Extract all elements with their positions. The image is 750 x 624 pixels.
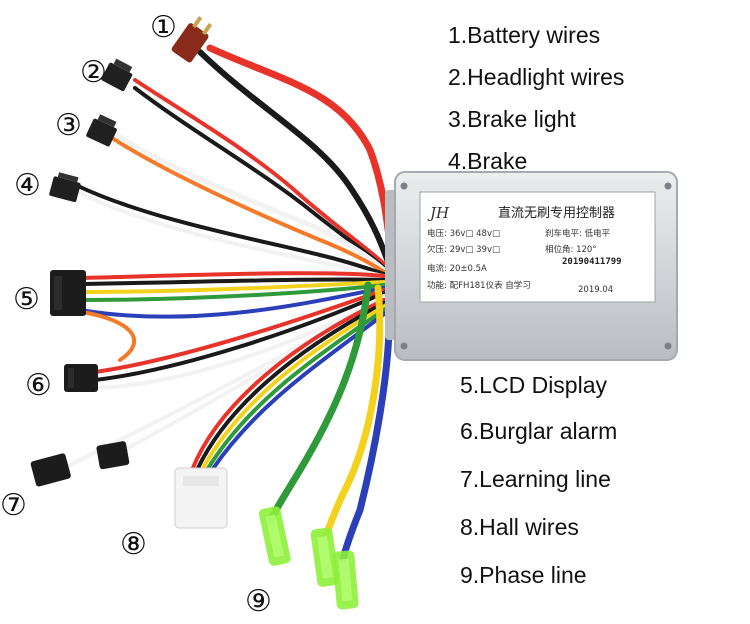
phase-connector-1 bbox=[258, 506, 291, 566]
label-burglar-alarm: 6.Burglar alarm bbox=[460, 418, 618, 444]
spec-voltage: 电压: 36v□ 48v□ bbox=[427, 228, 500, 239]
headlight-wire-red bbox=[133, 78, 386, 266]
phase-connector-2 bbox=[310, 527, 340, 587]
spec-serial: 20190411799 bbox=[562, 257, 622, 267]
marker-8: ⑧ bbox=[120, 527, 147, 562]
alarm-connector bbox=[64, 364, 98, 392]
brake-connector bbox=[49, 172, 81, 203]
spec-date: 2019.04 bbox=[578, 285, 613, 295]
marker-3: ③ bbox=[55, 108, 82, 143]
controller-title: 直流无刷专用控制器 bbox=[498, 206, 615, 221]
learning-connector-b bbox=[96, 441, 130, 470]
lcd-wire-green bbox=[78, 283, 386, 302]
lcd-wire-black bbox=[78, 277, 386, 286]
headlight-connector bbox=[101, 58, 133, 92]
brake-light-wire-white bbox=[109, 129, 387, 273]
lcd-wire-yellow bbox=[78, 280, 386, 294]
lcd-wire-blue bbox=[78, 286, 386, 319]
spec-current: 电流: 20±0.5A bbox=[427, 263, 487, 274]
marker-7: ⑦ bbox=[0, 488, 27, 523]
label-brake: 4.Brake bbox=[448, 148, 528, 174]
spec-brake-level: 刹车电平: 低电平 bbox=[545, 228, 611, 239]
headlight-wire-black bbox=[133, 86, 386, 270]
hall-wire-red bbox=[190, 298, 386, 472]
hall-wire-black bbox=[195, 300, 388, 472]
marker-5: ⑤ bbox=[13, 282, 40, 317]
label-learning-line: 7.Learning line bbox=[460, 466, 611, 492]
phase-connector-3 bbox=[332, 550, 359, 610]
hall-connector bbox=[174, 467, 228, 529]
spec-phase-angle: 相位角: 120° bbox=[545, 244, 597, 255]
lcd-wire-orange bbox=[80, 310, 136, 362]
lcd-wire-red bbox=[78, 271, 386, 280]
wire-bundle bbox=[58, 44, 396, 564]
label-hall-wires: 8.Hall wires bbox=[460, 514, 579, 540]
controller-label bbox=[419, 191, 656, 303]
brake-light-connector bbox=[86, 114, 117, 147]
alarm-wire-red bbox=[93, 288, 386, 374]
brake-wire-white bbox=[76, 190, 386, 278]
phase-wire-blue bbox=[339, 286, 393, 564]
marker-6: ⑥ bbox=[25, 368, 52, 403]
hall-wire-blue bbox=[210, 306, 394, 472]
controller-brand: JH bbox=[427, 204, 450, 222]
marker-1: ① bbox=[150, 10, 177, 45]
lcd-connector bbox=[50, 270, 86, 316]
brake-light-wire-orange bbox=[110, 136, 386, 274]
alarm-wire-black bbox=[93, 291, 386, 382]
learning-connector-a bbox=[30, 453, 71, 487]
phase-wire-yellow bbox=[321, 284, 384, 542]
battery-connector bbox=[171, 16, 213, 63]
label-lcd-display: 5.LCD Display bbox=[460, 372, 607, 398]
controller-box: JH 直流无刷专用控制器 电压: 36v□ 48v□ 刹车电平: 低电平 欠压:… bbox=[385, 171, 678, 361]
label-battery-wires: 1.Battery wires bbox=[448, 22, 601, 48]
spec-function: 功能: 配FH181仪表 自学习 bbox=[427, 280, 531, 291]
label-brake-light: 3.Brake light bbox=[448, 106, 576, 132]
phase-wire-green bbox=[266, 281, 372, 526]
spec-undervoltage: 欠压: 29v□ 39v□ bbox=[427, 244, 500, 255]
marker-4: ④ bbox=[14, 168, 41, 203]
marker-9: ⑨ bbox=[245, 584, 272, 619]
label-phase-line: 9.Phase line bbox=[460, 562, 587, 588]
brake-wire-black bbox=[76, 184, 386, 276]
marker-2: ② bbox=[80, 55, 107, 90]
connectors bbox=[30, 16, 359, 610]
battery-wire-black bbox=[197, 49, 391, 265]
alarm-wire-white bbox=[93, 294, 386, 390]
label-headlight-wires: 2.Headlight wires bbox=[448, 64, 625, 90]
